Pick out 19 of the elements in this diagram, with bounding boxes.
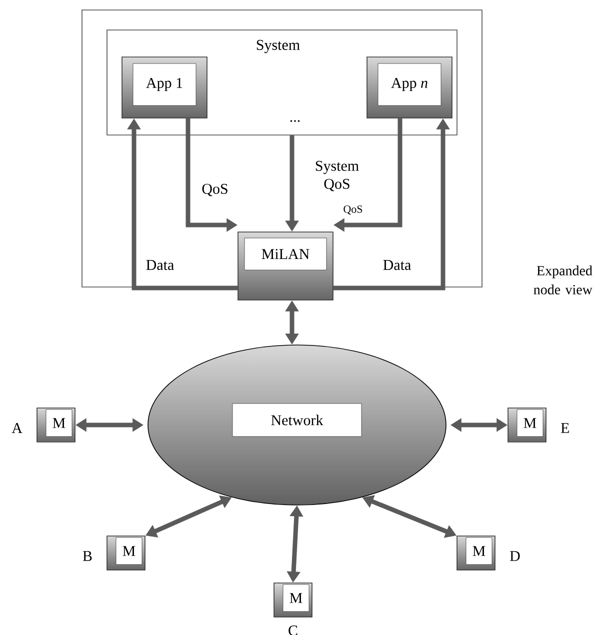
edge-label: QoS (202, 184, 228, 196)
node-label: Expanded node view (534, 266, 592, 294)
module-box: M (106, 536, 146, 570)
edge-label: System QoS (316, 160, 359, 192)
module-box: M (274, 582, 312, 618)
edge-label: QoS (344, 205, 362, 215)
node-letter: E (560, 423, 569, 433)
module-box: M (456, 536, 496, 570)
edge-label: Data (146, 260, 174, 270)
ellipsis-text: ... (290, 120, 300, 122)
node-letter: D (510, 551, 520, 561)
module-box: M (36, 408, 76, 442)
app-box: App n (366, 56, 452, 118)
middleware-box: MiLAN (238, 232, 334, 300)
app-box: App 1 (122, 56, 208, 118)
edge-label: Data (383, 260, 411, 270)
module-box: M (508, 408, 546, 442)
node-letter: B (82, 551, 92, 561)
node-letter: A (12, 423, 22, 433)
